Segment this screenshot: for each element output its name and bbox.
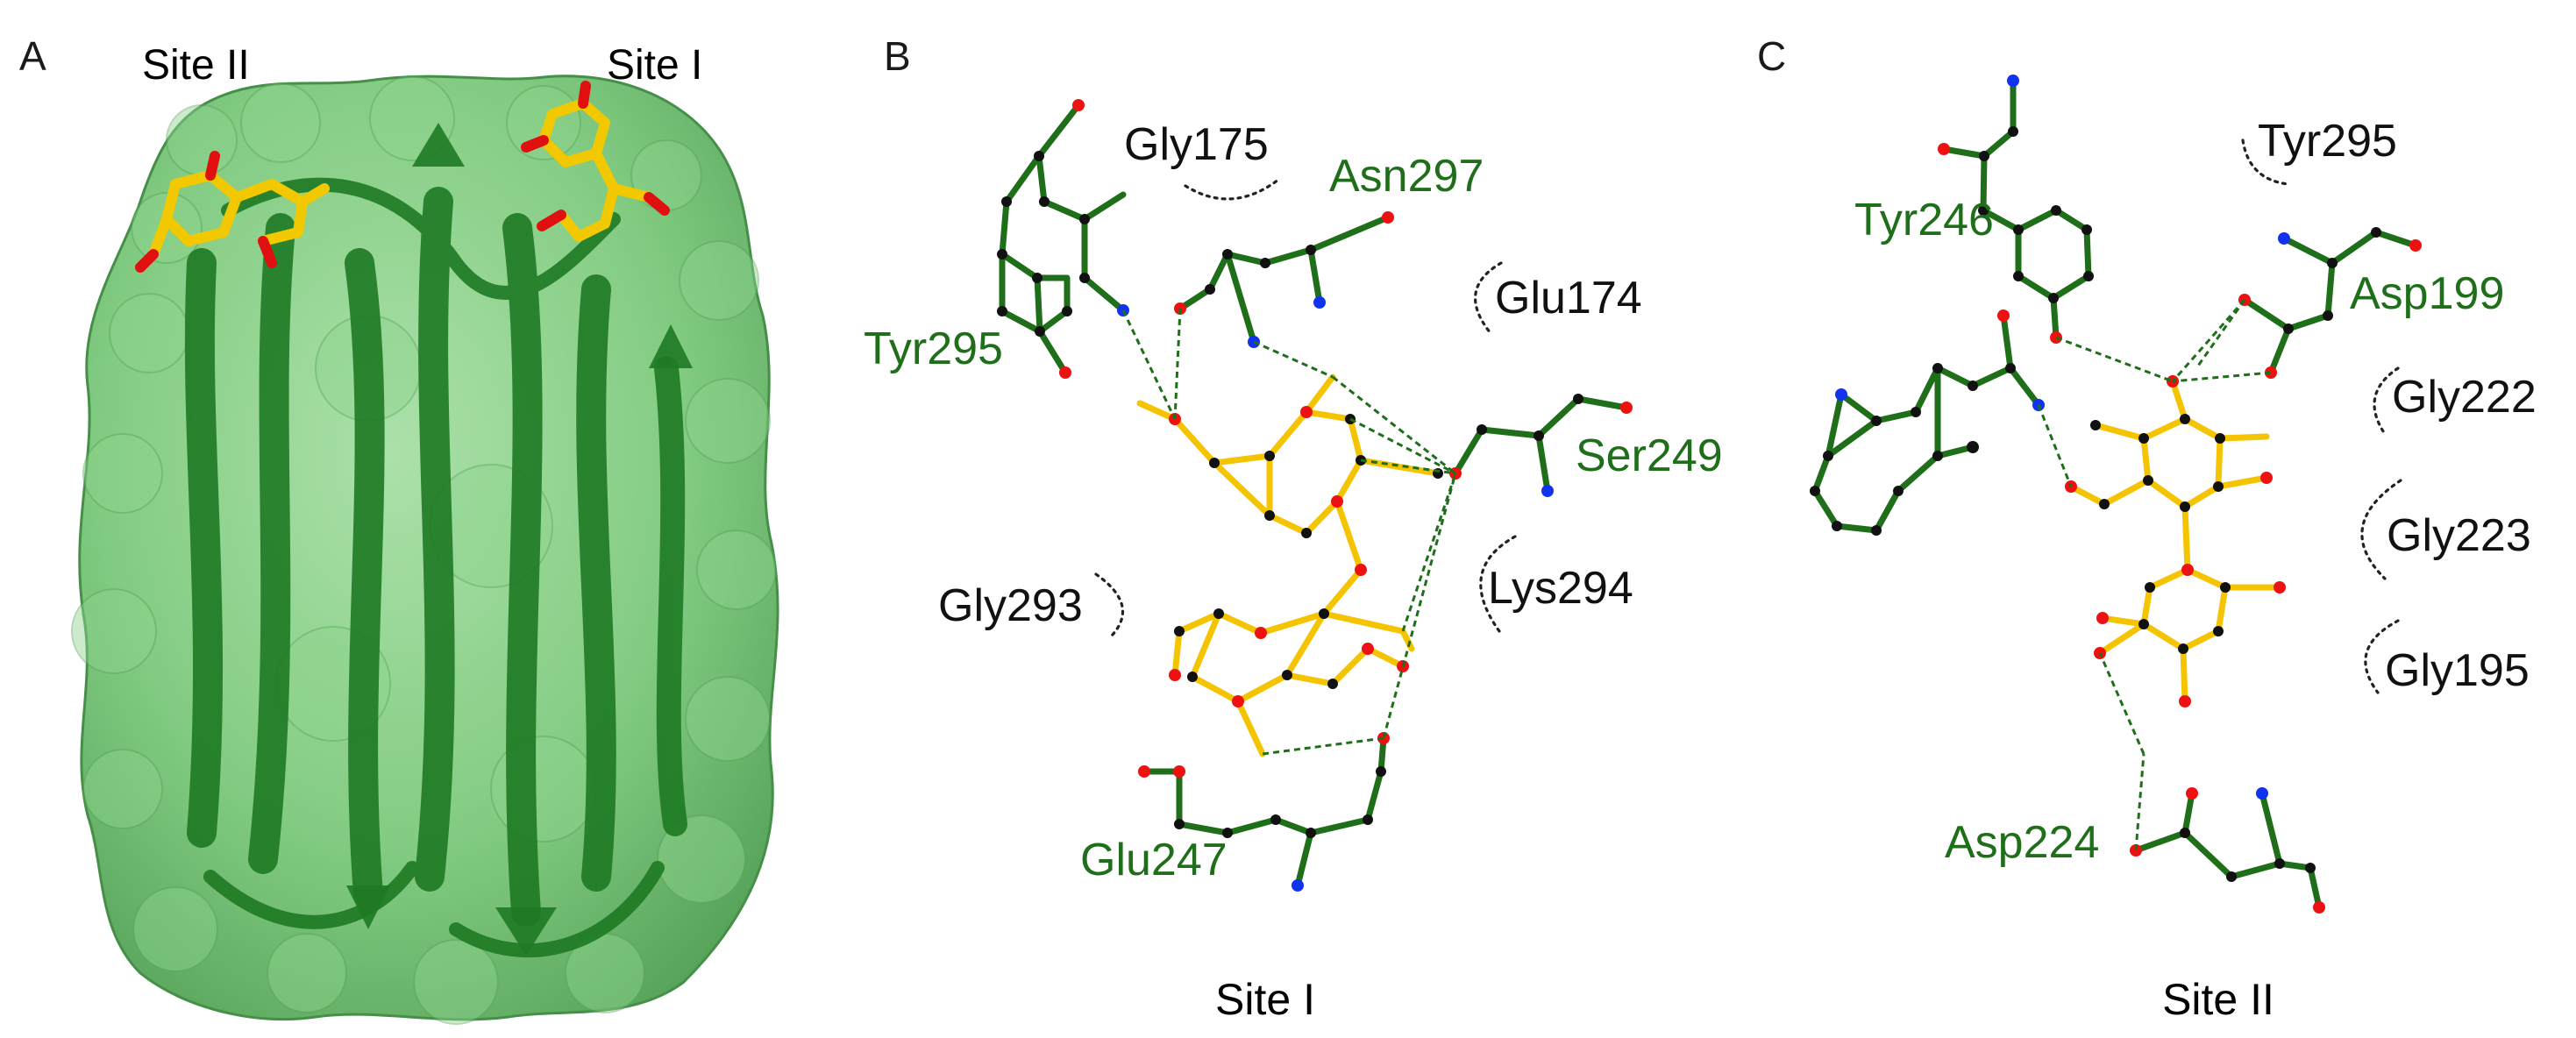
panel-b-letter: B: [884, 33, 911, 79]
hydrophobic-arc-gly175: [1184, 178, 1280, 201]
residue-asp224-structure: [2130, 787, 2325, 914]
beta-sheet-ribbons: [184, 177, 687, 958]
label-gly223: Gly223: [2387, 510, 2531, 561]
label-ser249: Ser249: [1576, 430, 1723, 481]
label-glu174: Glu174: [1495, 273, 1642, 323]
panel-b: B: [864, 33, 1723, 1024]
label-asp224: Asp224: [1945, 817, 2099, 868]
panel-a-site-right-label: Site I: [607, 42, 702, 89]
ribbon-arrowheads: [346, 123, 693, 956]
label-gly195: Gly195: [2385, 645, 2530, 696]
label-gly222: Gly222: [2392, 372, 2537, 423]
label-gly175: Gly175: [1124, 119, 1269, 170]
surface-texture: [71, 75, 777, 1025]
residue-asp199-structure: [2238, 227, 2422, 379]
panel-c-caption: Site II: [2162, 975, 2274, 1024]
hbonds-b: [1121, 308, 1457, 756]
label-gly293: Gly293: [938, 580, 1083, 631]
panel-c: C: [1757, 33, 2537, 1024]
label-lys294: Lys294: [1488, 563, 1633, 614]
hydrophobic-arc-gly195: [2364, 619, 2400, 694]
panel-b-caption: Site I: [1215, 975, 1315, 1024]
label-glu247: Glu247: [1080, 835, 1228, 885]
ligand-b-structure: [1136, 373, 1443, 757]
hydrophobic-arc-gly223: [2360, 479, 2402, 580]
label-tyr295-c: Tyr295: [2258, 116, 2397, 167]
residue-tyr295-structure: [997, 99, 1129, 379]
panel-a-site-left-label: Site II: [142, 42, 250, 89]
label-tyr246: Tyr246: [1854, 195, 1994, 245]
hydrophobic-arc-tyr295: [2241, 139, 2290, 186]
label-asp199: Asp199: [2350, 268, 2504, 319]
label-asn297: Asn297: [1329, 151, 1484, 202]
hydrophobic-arc-glu174: [1474, 261, 1503, 335]
hydrophobic-arc-gly293: [1094, 572, 1125, 637]
hbonds-c: [2037, 299, 2272, 851]
residue-trp-structure: [1810, 309, 2045, 536]
panel-a-letter: A: [19, 33, 46, 79]
ligand-site-i: [521, 81, 670, 242]
hydrophobic-arc-lys294: [1479, 535, 1517, 633]
ligand-c-structure: [2065, 375, 2286, 707]
residue-asn297-structure: [1174, 211, 1394, 348]
panel-a: A Site II Site I: [19, 33, 779, 1025]
label-tyr295: Tyr295: [864, 323, 1003, 374]
ligand-site-ii: [135, 151, 330, 273]
residue-tyr246-structure: [1938, 75, 2094, 344]
residue-glu247-structure: [1138, 732, 1390, 892]
hydrophobic-arc-gly222: [2373, 366, 2400, 436]
panel-c-letter: C: [1757, 33, 1786, 79]
